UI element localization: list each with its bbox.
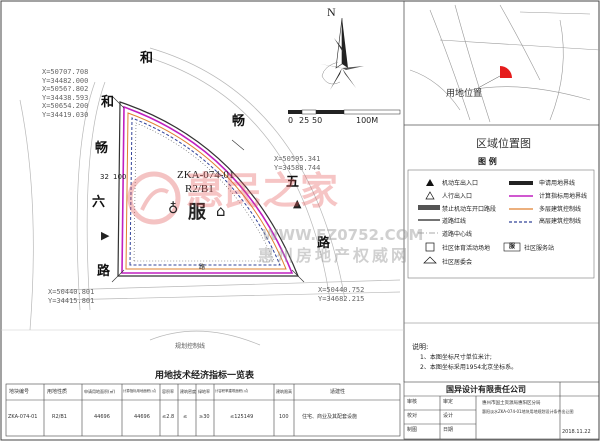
- north-arrow: [320, 17, 364, 90]
- legend-multistory-control: 多层建筑控制线: [539, 206, 582, 213]
- sign-label-check: 校对: [407, 413, 418, 419]
- road-width-label: 32: [100, 173, 109, 181]
- company-info-line-2: 惠阳淡水ZKA-074-01地块用地规划设计条件出让图: [482, 409, 574, 414]
- table-header-cell: 申请用地面积(㎡): [84, 389, 116, 394]
- drawing-date: 2018.11.22: [562, 429, 591, 435]
- sign-label-draw: 制图: [407, 427, 418, 433]
- legend-road-red-line: 道路红线: [442, 218, 467, 225]
- road-label-he-1: 和: [140, 51, 154, 66]
- road-label-he-2: 和: [101, 95, 115, 110]
- table-cell: ≥30: [199, 414, 210, 420]
- parcel-small-label: 路: [199, 264, 206, 271]
- scale-tick-50: 50: [312, 116, 323, 125]
- legend-no-vehicle-opening: 禁止机动车开口路段: [442, 206, 497, 213]
- scale-tick-100m: 100M: [356, 116, 379, 125]
- parcel-dimension-label: 100: [113, 173, 127, 181]
- table-cell: 住宅、商业及其配套设施: [302, 414, 358, 420]
- watermark-subtitle: 惠州房地产权威网: [258, 246, 411, 265]
- sign-label-review: 审核: [407, 399, 418, 405]
- table-cell: ZKA-074-01: [8, 414, 38, 420]
- sign-label-approve: 审定: [443, 399, 454, 405]
- road-label-lu-right: 路: [317, 236, 331, 251]
- north-label: N: [327, 5, 336, 19]
- table-header-cell: 绿地率: [198, 389, 210, 394]
- location-label: 用地位置: [446, 89, 483, 99]
- legend-service-icon: 服: [509, 243, 516, 250]
- table-cell: ≤125149: [230, 414, 254, 420]
- location-map: [409, 4, 600, 123]
- watermark-logo: [127, 171, 181, 225]
- legend-road-center-line: 道路中心线: [442, 231, 473, 238]
- company-info-line-1: 惠州市国土资源局惠阳区分局: [482, 401, 541, 406]
- company-name: 国异设计有限责任公司: [446, 385, 526, 394]
- table-header-cell: 适建性: [330, 389, 346, 395]
- parcel-use: R2/B1: [185, 183, 214, 195]
- legend-pedestrian-entrance: 人行出入口: [442, 193, 473, 200]
- table-title: 用地技术经济指标一览表: [155, 371, 255, 381]
- scale-bar: [288, 109, 401, 115]
- notes-line-1: 1、本图坐标尺寸单位米计;: [420, 354, 492, 361]
- legend-title: 图 例: [478, 157, 497, 166]
- vehicle-entrance-icon-east: ▲: [293, 197, 302, 210]
- table-cell: ≤: [183, 414, 188, 420]
- legend-highrise-control: 高层建筑控制线: [539, 218, 582, 225]
- title-block-grid: [403, 381, 600, 440]
- table-cell: 44696: [94, 414, 110, 420]
- service-station-label: 服: [188, 202, 206, 223]
- legend-application-boundary: 申请用地界线: [539, 180, 576, 187]
- table-header-cell: 建筑限高: [276, 389, 292, 394]
- table-cell: 100: [279, 414, 289, 420]
- legend-community-committee: 社区居委会: [442, 259, 473, 266]
- legend-vehicle-entrance: 机动车出入口: [442, 180, 479, 187]
- parcel-code: ZKA-074-01: [177, 169, 235, 181]
- table-header-cell: 计算指标用地面积(㎡): [123, 389, 157, 393]
- road-label-chang-right: 畅: [232, 114, 246, 129]
- community-committee-icon: ⌂: [216, 202, 226, 220]
- vehicle-entrance-icon-west: ▶: [101, 229, 110, 242]
- sign-label-date: 日期: [443, 427, 454, 433]
- scale-tick-25: 25: [299, 116, 310, 125]
- watermark-url: WWW.FZ0752.COM: [262, 226, 424, 244]
- legend-sports-field: 社区体育活动场地: [442, 245, 491, 252]
- table-header-cell: 建筑密度: [180, 389, 196, 394]
- section-title: 区域位置图: [476, 137, 531, 150]
- notes-title: 说明:: [412, 343, 429, 351]
- table-header-cell: 用地性质: [47, 389, 68, 395]
- road-label-wu: 五: [286, 175, 300, 190]
- legend-index-boundary: 计算指标用地界线: [539, 193, 588, 200]
- table-cell: ≤2.8: [162, 414, 175, 420]
- road-label-lu-left: 路: [97, 264, 111, 279]
- table-header-cell: 计容积率建筑面积(㎡): [215, 389, 249, 393]
- legend-symbols: [418, 179, 533, 264]
- table-header-cell: 地块编号: [9, 389, 30, 395]
- plan-control-line-label: 规划控制线: [175, 343, 206, 350]
- sports-field-icon: ♁: [168, 201, 179, 217]
- table-header-cell: 容积率: [162, 389, 174, 394]
- site-location-marker: [500, 66, 512, 78]
- scale-tick-0: 0: [288, 116, 294, 125]
- sign-label-design: 设计: [443, 413, 454, 419]
- notes-line-2: 2、本图坐标采用1954北京坐标系。: [420, 364, 518, 371]
- indicator-table-grid: [5, 383, 401, 437]
- road-label-liu: 六: [92, 195, 106, 210]
- watermark-main: 惠民之家: [186, 169, 339, 213]
- road-label-chang-left: 畅: [95, 141, 109, 156]
- table-cell: 44696: [134, 414, 150, 420]
- table-cell: R2/B1: [52, 414, 67, 420]
- legend-service-station: 社区服务站: [524, 245, 555, 252]
